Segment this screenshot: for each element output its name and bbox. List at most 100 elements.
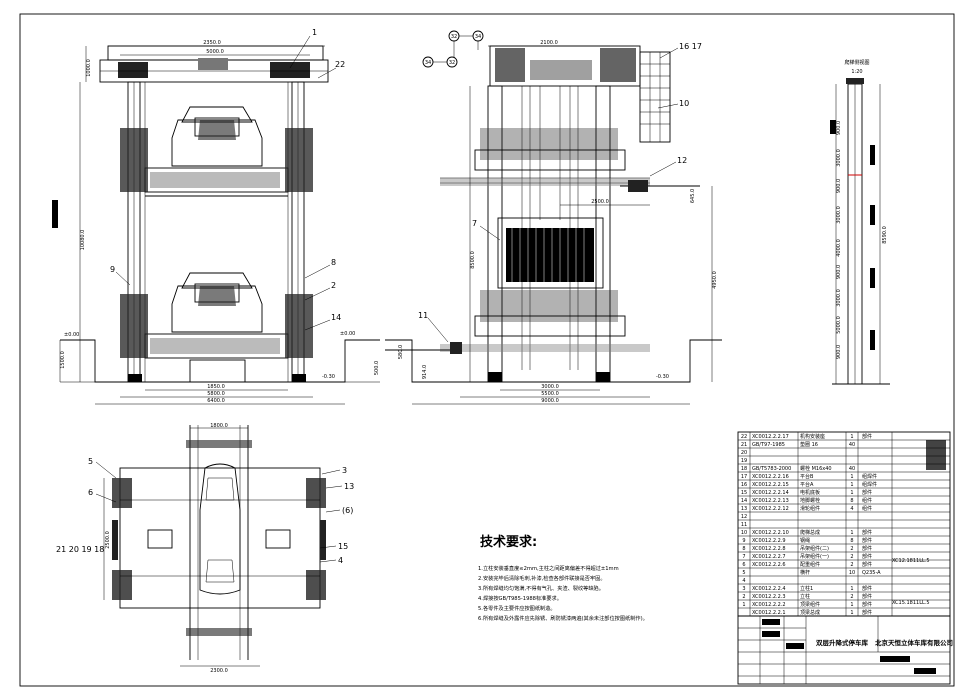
parts-table-cell-code: XC0012.2.2.9 <box>752 538 786 544</box>
balloon-front-14: 14 <box>331 313 341 322</box>
front-dim-top-width2: 5000.0 <box>206 49 224 55</box>
ladder-dim-8: 5000.0 <box>836 316 842 334</box>
front-level-left: ±0.00 <box>64 332 79 338</box>
front-dim-top-height: 1000.0 <box>86 59 92 77</box>
side-ref-circle-4: 32 <box>449 60 455 66</box>
parts-table-cell-code: XC0012.2.2.2 <box>752 602 786 608</box>
ladder-dim-6: 900.0 <box>836 265 842 279</box>
ladder-detail-scale: 1:20 <box>851 69 862 75</box>
side-dim-low2: 914.0 <box>422 365 428 379</box>
parts-table-cell-qty: 1 <box>850 602 853 608</box>
balloon-front-1: 1 <box>312 28 317 37</box>
side-dim-bottom3: 9000.0 <box>541 398 559 404</box>
parts-table-cell-note: 组焊件 <box>862 481 877 488</box>
balloon-plan-6b: (6) <box>342 506 353 515</box>
tech-req-item-5: 5.各零件及主要件应按图纸制造。 <box>478 604 556 612</box>
parts-table-cell-qty: 1 <box>850 530 853 536</box>
side-dim-right-height: 4950.0 <box>712 271 718 289</box>
parts-table-cell-name: 吊架组件(二) <box>800 545 829 552</box>
parts-table-cell-note: 部件 <box>862 545 872 552</box>
parts-table-cell-note: 部件 <box>862 553 872 560</box>
parts-table-cell-no: 4 <box>742 578 745 584</box>
ladder-detail-view <box>830 78 890 385</box>
parts-table-cell-no: 20 <box>741 450 747 456</box>
front-dim-bottom1: 1850.0 <box>207 384 225 390</box>
parts-table-cell-no: 19 <box>741 458 747 464</box>
front-dim-bottom3: 6400.0 <box>207 398 225 404</box>
balloon-front-8: 8 <box>331 258 336 267</box>
parts-table-cell-note: 组焊件 <box>862 473 877 480</box>
parts-table-cell-code: XC0012.2.2.17 <box>752 434 789 440</box>
parts-table-cell-qty: 10 <box>849 570 855 576</box>
side-dim-top-width: 2100.0 <box>540 40 558 46</box>
parts-table-cell-qty: 40 <box>849 442 855 448</box>
balloon-front-22: 22 <box>335 60 345 69</box>
parts-table-cell-no: 3 <box>742 586 745 592</box>
title-block <box>737 615 951 685</box>
front-pit-depth: -0.30 <box>322 374 335 380</box>
parts-table-cell-no: 2 <box>742 594 745 600</box>
ladder-dim-9: 900.0 <box>836 345 842 359</box>
parts-table-cell-name: 平台A <box>800 481 814 488</box>
parts-table-cell-qty: 40 <box>849 466 855 472</box>
parts-table-cell-no: 7 <box>742 554 745 560</box>
parts-table-cell-code: XC0012.2.2.3 <box>752 594 786 600</box>
parts-table-cell-name: 机构安装座 <box>800 433 825 440</box>
side-pit-depth: -0.30 <box>656 374 669 380</box>
parts-table-cell-name: 吊架组件(一) <box>800 553 829 560</box>
parts-table-cell-no: 11 <box>741 522 747 528</box>
parts-table-cell-code: XC0012.2.2.12 <box>752 506 789 512</box>
parts-table-cell-no: 10 <box>741 530 747 536</box>
side-note-2: XC15.1811LL.5 <box>892 600 930 606</box>
tech-req-item-1: 1.立柱安装垂直度≤2mm,主柱之间距离偏差不得超过±1mm <box>478 564 619 572</box>
parts-table-cell-qty: 1 <box>850 610 853 616</box>
ladder-dim-1: 900.0 <box>836 121 842 135</box>
parts-table-cell-name: 钢绳 <box>800 537 810 544</box>
front-level-right: ±0.00 <box>340 331 355 337</box>
parts-table-cell-code: XC0012.2.2.7 <box>752 554 786 560</box>
parts-table-cell-no: 16 <box>741 482 747 488</box>
ladder-dim-total: 8590.0 <box>882 226 888 244</box>
side-ref-circle-1: 32 <box>451 34 457 40</box>
parts-table-cell-qty: 1 <box>850 434 853 440</box>
plan-balloons <box>95 461 343 563</box>
front-dim-top-width: 2350.0 <box>203 40 221 46</box>
ladder-dim-7: 3000.0 <box>836 289 842 307</box>
parts-table-cell-qty: 2 <box>850 562 853 568</box>
parts-table-cell-note: 部件 <box>862 593 872 600</box>
parts-table-cell-no: 8 <box>742 546 745 552</box>
parts-table-cell-note: 组件 <box>862 497 872 504</box>
parts-table-cell-note: Q235-A <box>862 570 881 576</box>
parts-table-cell-no: 22 <box>741 434 747 440</box>
parts-table-cell-name: 垫圈 16 <box>800 441 818 448</box>
parts-table-cell-name: 爬梯总成 <box>800 529 820 536</box>
parts-table-cell-code: XC0012.2.2.13 <box>752 498 789 504</box>
side-ref-circle-3: 34 <box>425 60 431 66</box>
parts-table-cell-qty: 2 <box>850 554 853 560</box>
parts-table-cell-name: 滑轮组件 <box>800 505 820 512</box>
side-elevation-view <box>385 30 722 405</box>
parts-table-cell-name: 顶梁组件 <box>800 601 820 608</box>
parts-table-cell-name: 螺栓 M16x40 <box>800 465 832 472</box>
parts-table-cell-no: 15 <box>741 490 747 496</box>
parts-table-cell-note: 部件 <box>862 601 872 608</box>
ladder-dim-4: 3000.0 <box>836 206 842 224</box>
balloon-plan-5: 5 <box>88 457 93 466</box>
parts-table-cell-note: 部件 <box>862 609 872 616</box>
plan-dim-top: 1800.0 <box>210 423 228 429</box>
parts-table-cell-no: 1 <box>742 602 745 608</box>
parts-table-cell-no: 18 <box>741 466 747 472</box>
balloon-side-12: 12 <box>677 156 687 165</box>
parts-table-cell-code: XC0012.2.2.14 <box>752 490 789 496</box>
balloon-plan-13: 13 <box>344 482 354 491</box>
balloon-plan-3: 3 <box>342 466 347 475</box>
side-dim-platform-width: 2500.0 <box>591 199 609 205</box>
parts-table-cell-note: 部件 <box>862 561 872 568</box>
side-dim-bottom2: 5500.0 <box>541 391 559 397</box>
side-ref-circle-2: 34 <box>475 34 481 40</box>
parts-table-cell-code: XC0012.2.2.10 <box>752 530 789 536</box>
balloon-side-16-17: 16 17 <box>679 42 702 51</box>
side-balloons <box>427 47 679 343</box>
parts-table-cell-note: 部件 <box>862 489 872 496</box>
